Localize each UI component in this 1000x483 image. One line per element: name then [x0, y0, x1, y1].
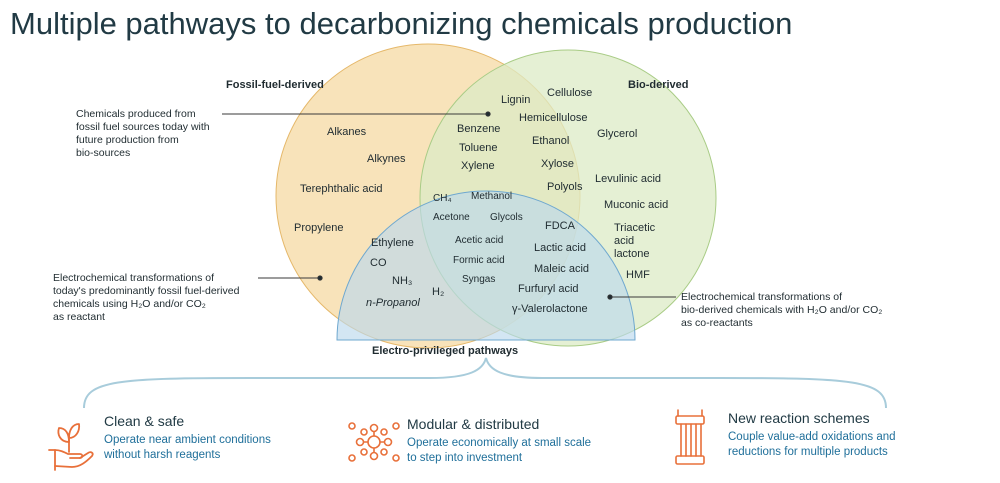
benefit-desc-line: to step into investment — [407, 452, 523, 464]
chemical-label: Muconic acid — [604, 199, 668, 211]
plant-in-hand-icon — [48, 423, 94, 471]
fossil-only-chemicals: Alkanes Alkynes Terephthalic acid Propyl… — [294, 126, 406, 234]
chemical-label: Benzene — [457, 123, 500, 135]
chemical-label: CO — [370, 257, 387, 269]
chemical-label: γ-Valerolactone — [512, 303, 588, 315]
chemical-label: acid — [614, 235, 634, 247]
chemical-label: Triacetic — [614, 222, 656, 234]
chemical-label: Toluene — [459, 142, 498, 154]
chemical-label: Lactic acid — [534, 242, 586, 254]
grouping-brace — [83, 357, 887, 409]
benefit-clean-safe: Clean & safe Operate near ambient condit… — [103, 413, 271, 461]
annotation-line: Chemicals produced from — [76, 108, 196, 120]
annotation-line: as reactant — [53, 311, 105, 323]
chemical-label: Alkynes — [367, 153, 406, 165]
chemical-label: Maleic acid — [534, 263, 589, 275]
annotation-line: chemicals using H₂O and/or CO₂ — [53, 298, 206, 310]
chemical-label: Glycerol — [597, 128, 637, 140]
benefit-title: Modular & distributed — [407, 416, 539, 432]
chemical-label: lactone — [614, 248, 649, 260]
chemical-label: CH₄ — [433, 193, 452, 204]
electro-header: Electro-privileged pathways — [372, 345, 518, 357]
annotation-line: bio-derived chemicals with H₂O and/or CO… — [681, 304, 882, 316]
chemical-label: Alkanes — [327, 126, 367, 138]
benefit-modular-distributed: Modular & distributed Operate economical… — [407, 416, 591, 464]
page-title: Multiple pathways to decarbonizing chemi… — [10, 6, 792, 41]
chemical-label: Lignin — [501, 94, 530, 106]
chemical-label: Polyols — [547, 181, 583, 193]
chemical-label: Acetic acid — [455, 235, 503, 246]
benefit-desc-line: Couple value-add oxidations and — [728, 431, 896, 443]
annotation-bio-electro: Electrochemical transformations of bio-d… — [681, 291, 882, 329]
chemical-label: Terephthalic acid — [300, 183, 383, 195]
annotation-line: future production from — [76, 134, 179, 146]
electrolyzer-stack-icon — [675, 409, 705, 465]
fossil-bio-chemicals: Benzene Toluene Xylene — [457, 123, 500, 172]
benefit-desc-line: reductions for multiple products — [728, 446, 888, 458]
annotation-line: today's predominantly fossil fuel-derive… — [53, 285, 240, 297]
distributed-network-icon — [348, 422, 400, 462]
chemical-label: Methanol — [471, 191, 512, 202]
annotation-leaders — [222, 111, 676, 300]
chemical-label: Syngas — [462, 274, 495, 285]
bio-electro-chemicals: FDCA Lactic acid Maleic acid Furfuryl ac… — [512, 220, 589, 315]
fossil-electro-chemicals: Ethylene CO NH₃ H₂ n-Propanol — [366, 237, 444, 309]
chemical-label: n-Propanol — [366, 297, 420, 309]
chemical-label: Propylene — [294, 222, 344, 234]
all-three-chemicals: CH₄ Methanol Acetone Glycols Acetic acid… — [433, 191, 523, 285]
benefit-title: New reaction schemes — [728, 410, 870, 426]
annotation-line: fossil fuel sources today with — [76, 121, 210, 133]
annotation-line: Electrochemical transformations of — [53, 272, 214, 284]
annotation-line: as co-reactants — [681, 317, 753, 329]
chemical-label: Furfuryl acid — [518, 283, 579, 295]
chemical-label: Cellulose — [547, 87, 592, 99]
annotation-line: Electrochemical transformations of — [681, 291, 842, 303]
benefit-desc-line: without harsh reagents — [103, 449, 221, 461]
fossil-header: Fossil-fuel-derived — [226, 79, 324, 91]
bio-only-chemicals: Lignin Cellulose Hemicellulose Glycerol … — [501, 87, 668, 281]
chemical-label: Ethylene — [371, 237, 414, 249]
chemical-label: FDCA — [545, 220, 576, 232]
annotation-fossil-electro: Electrochemical transformations of today… — [53, 272, 240, 323]
chemical-label: Hemicellulose — [519, 112, 587, 124]
chemical-label: Levulinic acid — [595, 173, 661, 185]
chemical-label: Acetone — [433, 212, 470, 223]
chemical-label: Formic acid — [453, 255, 505, 266]
bio-header: Bio-derived — [628, 79, 689, 91]
chemical-label: Glycols — [490, 212, 523, 223]
chemical-label: Ethanol — [532, 135, 569, 147]
venn-sets — [275, 43, 717, 349]
benefit-desc-line: Operate near ambient conditions — [104, 434, 271, 446]
chemical-label: HMF — [626, 269, 650, 281]
chemical-label: Xylene — [461, 160, 495, 172]
annotation-fossil-bio: Chemicals produced from fossil fuel sour… — [76, 108, 210, 159]
chemical-label: NH₃ — [392, 275, 412, 287]
benefit-title: Clean & safe — [104, 413, 184, 429]
benefit-desc-line: Operate economically at small scale — [407, 437, 591, 449]
chemical-label: Xylose — [541, 158, 574, 170]
electro-semicircle — [336, 190, 636, 341]
chemical-label: H₂ — [432, 286, 444, 298]
benefit-new-reaction-schemes: New reaction schemes Couple value-add ox… — [728, 410, 896, 458]
annotation-line: bio-sources — [76, 147, 130, 159]
